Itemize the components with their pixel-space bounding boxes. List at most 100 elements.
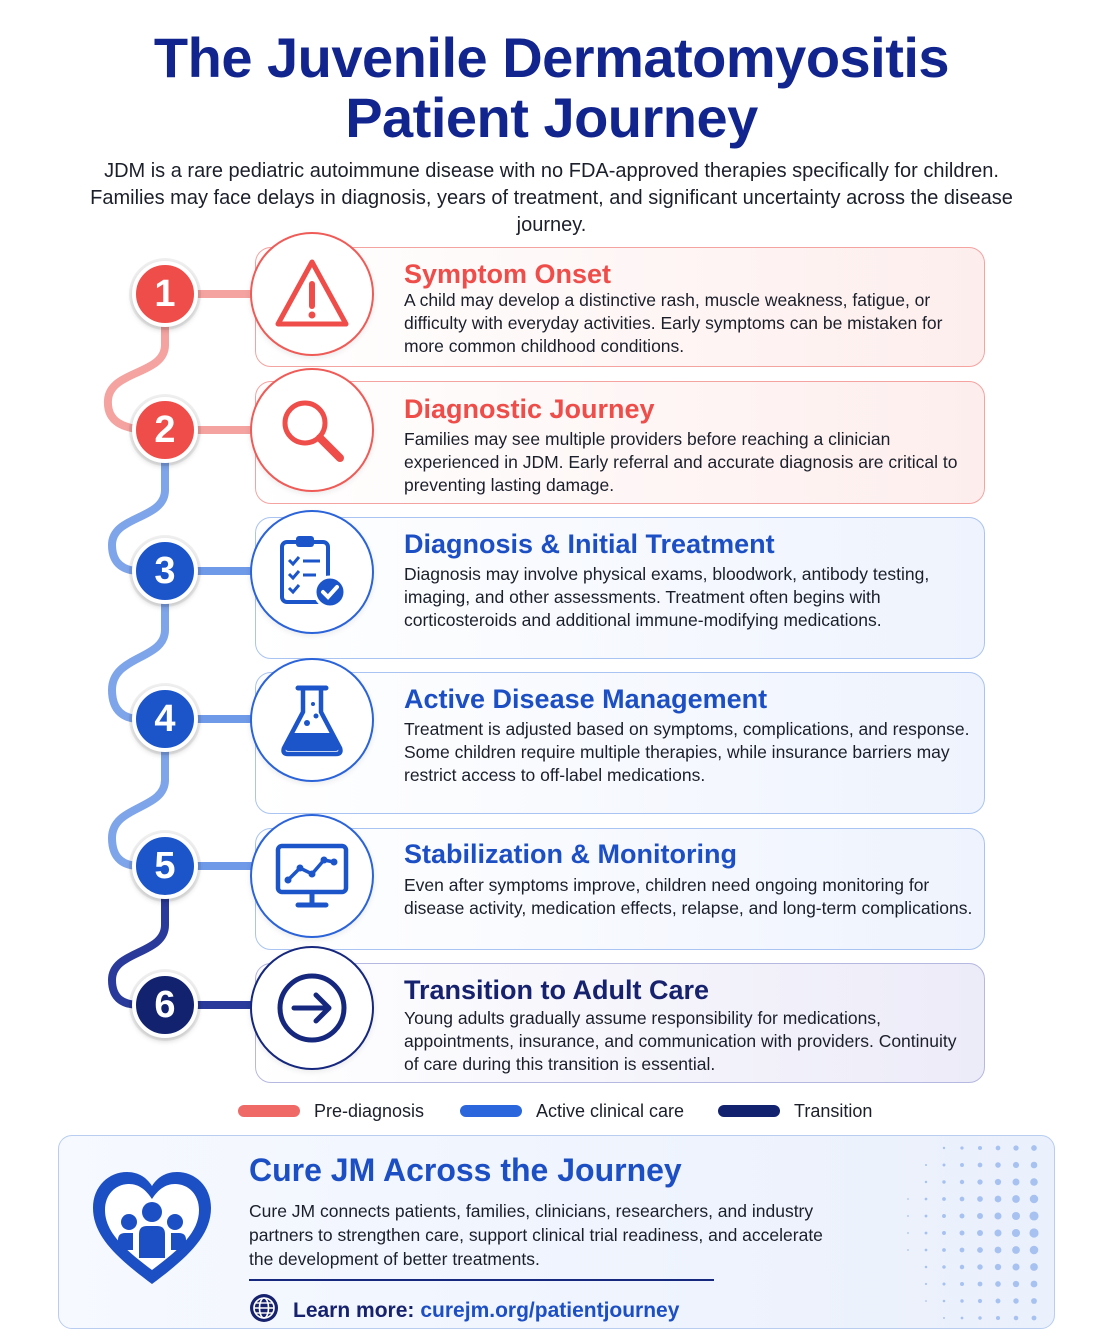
- step-text-5: Even after symptoms improve, children ne…: [404, 875, 973, 918]
- step-number-5: 5: [132, 833, 198, 899]
- step-card-2: [255, 381, 985, 504]
- decoration-dot: [942, 1146, 946, 1150]
- warning-triangle-icon: [250, 232, 374, 356]
- decoration-dot: [942, 1231, 946, 1235]
- step-title-2: Diagnostic Journey: [404, 394, 655, 424]
- decoration-dot: [977, 1264, 983, 1270]
- decoration-dot: [1031, 1298, 1037, 1304]
- decoration-dot: [994, 1229, 1002, 1237]
- step-number-3: 3: [132, 538, 198, 604]
- curve-1-2: [104, 321, 169, 434]
- title-line-1: The Juvenile Dermatomyositis: [153, 26, 950, 89]
- step-card-6: [255, 963, 985, 1083]
- decoration-dot: [994, 1195, 1002, 1203]
- decoration-dot: [1031, 1315, 1037, 1321]
- legend-label-pre-diagnosis: Pre-diagnosis: [314, 1100, 425, 1121]
- decoration-dot: [1011, 1211, 1021, 1221]
- learn-more-link[interactable]: Learn more: curejm.org/patientjourney: [249, 1293, 680, 1328]
- page-subtitle: JDM is a rare pediatric autoimmune disea…: [90, 160, 1013, 236]
- learn-more-url[interactable]: curejm.org/patientjourney: [420, 1299, 680, 1322]
- legend-swatch-active-care: [460, 1105, 522, 1117]
- decoration-dot: [1012, 1246, 1020, 1254]
- decoration-dot: [1012, 1280, 1020, 1288]
- decoration-dot: [977, 1213, 983, 1219]
- decoration-dot: [924, 1282, 928, 1286]
- curve-5-6: [107, 894, 169, 1009]
- decoration-dot: [924, 1214, 928, 1218]
- decoration-dot: [1012, 1178, 1020, 1186]
- legend-label-active-care: Active clinical care: [536, 1100, 685, 1121]
- decoration-dot: [959, 1230, 965, 1236]
- decoration-dot: [1030, 1280, 1038, 1288]
- decoration-dot: [959, 1247, 965, 1253]
- page-title: The Juvenile Dermatomyositis Patient Jou…: [0, 28, 1103, 148]
- decoration-dot: [924, 1180, 928, 1184]
- monitor-chart-icon: [250, 814, 374, 938]
- step-card-4: [255, 672, 985, 814]
- decoration-dot: [977, 1247, 983, 1253]
- decoration-dot: [995, 1162, 1001, 1168]
- step-title-4: Active Disease Management: [404, 684, 768, 714]
- decoration-dot: [942, 1180, 946, 1184]
- decoration-dot: [994, 1246, 1002, 1254]
- flask-icon: [250, 658, 374, 782]
- decoration-dot: [942, 1248, 946, 1252]
- footer-divider: [249, 1279, 714, 1281]
- clipboard-check-icon: [250, 510, 374, 634]
- decoration-dot: [942, 1282, 946, 1286]
- decoration-dot: [1013, 1315, 1019, 1321]
- decoration-dot: [924, 1265, 928, 1269]
- curve-3-4: [107, 599, 169, 723]
- decoration-dot: [978, 1316, 982, 1320]
- footer-panel: Cure JM Across the Journey Cure JM conne…: [58, 1135, 1055, 1329]
- step-number-4: 4: [132, 686, 198, 752]
- decoration-dot: [960, 1316, 964, 1320]
- legend-item-active-care: Active clinical care: [460, 1101, 684, 1121]
- decoration-dot: [977, 1145, 983, 1151]
- decoration-dot: [976, 1229, 984, 1237]
- decoration-dot: [977, 1281, 983, 1287]
- step-title-3: Diagnosis & Initial Treatment: [404, 529, 775, 559]
- decoration-dot: [942, 1197, 946, 1201]
- decoration-dot: [1029, 1245, 1039, 1255]
- decoration-dot: [924, 1163, 928, 1167]
- decoration-dot: [977, 1298, 983, 1304]
- decoration-dot: [924, 1231, 928, 1235]
- decoration-dot: [907, 1198, 909, 1200]
- legend-item-transition: Transition: [718, 1101, 872, 1121]
- footer-title: Cure JM Across the Journey: [249, 1152, 682, 1188]
- step-title-1: Symptom Onset: [404, 259, 612, 289]
- arrow-right-circle-icon: [250, 946, 374, 1070]
- decoration-dot: [994, 1178, 1002, 1186]
- decoration-dot: [942, 1214, 946, 1218]
- decoration-dot: [942, 1265, 946, 1269]
- curve-4-5: [107, 747, 169, 870]
- decoration-dot: [959, 1196, 965, 1202]
- decoration-dot: [943, 1317, 945, 1319]
- step-card-1: [255, 247, 985, 367]
- decoration-dot: [995, 1298, 1001, 1304]
- decoration-dot: [924, 1197, 928, 1201]
- decoration-dot: [995, 1145, 1001, 1151]
- decoration-dot: [942, 1163, 946, 1167]
- step-title-6: Transition to Adult Care: [404, 975, 710, 1005]
- decoration-dot: [977, 1179, 983, 1185]
- decoration-dot: [1030, 1263, 1038, 1271]
- decoration-dot: [959, 1264, 965, 1270]
- decoration-dot: [994, 1212, 1002, 1220]
- step-text-2: Families may see multiple providers befo…: [404, 429, 958, 495]
- decoration-dot: [1012, 1263, 1020, 1271]
- dot-pattern-decoration: [907, 1145, 1039, 1321]
- decoration-dot: [995, 1315, 1001, 1321]
- decoration-dot: [1012, 1195, 1020, 1203]
- decoration-dot: [994, 1263, 1002, 1271]
- decoration-dot: [924, 1248, 928, 1252]
- step-card-5: [255, 828, 985, 950]
- decoration-dot: [1013, 1145, 1019, 1151]
- decoration-dot: [977, 1196, 983, 1202]
- step-text-3: Diagnosis may involve physical exams, bl…: [404, 564, 930, 630]
- step-text-4: Treatment is adjusted based on symptoms,…: [404, 719, 970, 785]
- decoration-dot: [1029, 1228, 1039, 1238]
- decoration-dot: [907, 1215, 909, 1217]
